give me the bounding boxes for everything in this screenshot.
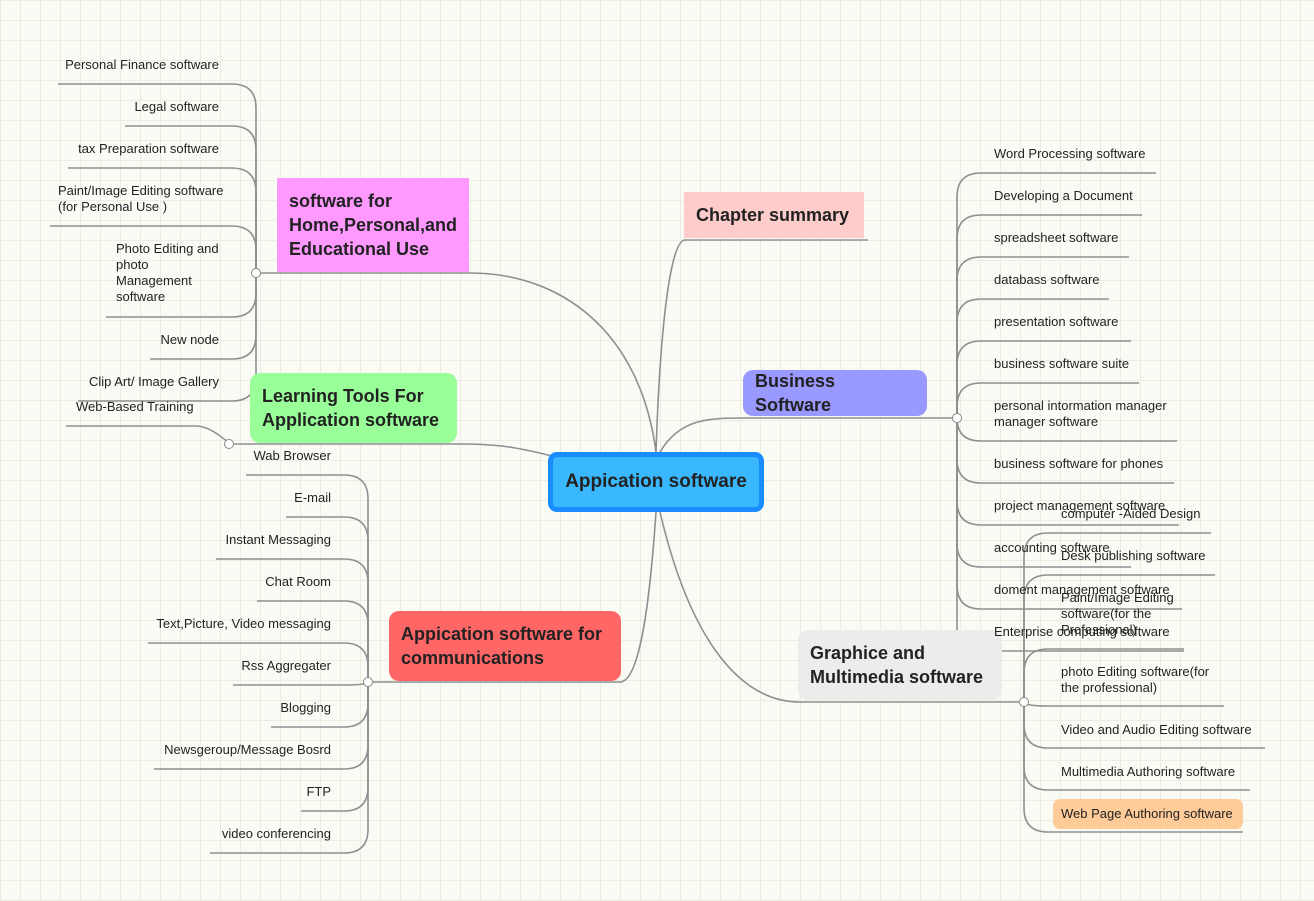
leaf-accounting[interactable]: accounting software: [994, 540, 1110, 555]
leaf-video-conferencing[interactable]: video conferencing: [221, 826, 331, 841]
leaf-database[interactable]: databass software: [994, 272, 1100, 287]
leaf-spreadsheet[interactable]: spreadsheet software: [994, 230, 1119, 245]
leaf-web-browser[interactable]: Wab Browser: [253, 448, 331, 463]
leaf-paint-image-professional[interactable]: Paint/Image Editing software(for the Pro…: [1061, 590, 1174, 637]
leaf-document-management[interactable]: doment management software: [994, 582, 1170, 597]
learning-branch-connector[interactable]: [224, 439, 234, 449]
topic-home-personal-educational[interactable]: software for Home,Personal,and Education…: [277, 178, 469, 272]
topic-chapter-summary[interactable]: Chapter summary: [684, 192, 864, 238]
leaf-ftp[interactable]: FTP: [306, 784, 331, 799]
topic-business-software[interactable]: Business Software: [743, 370, 927, 416]
leaf-business-phones[interactable]: business software for phones: [994, 456, 1164, 471]
topic-learning-tools[interactable]: Learning Tools For Application software: [250, 373, 457, 443]
leaf-newsgroup[interactable]: Newsgeroup/Message Bosrd: [164, 742, 331, 757]
leaf-legal-software[interactable]: Legal software: [134, 99, 219, 114]
leaf-web-based-training[interactable]: Web-Based Training: [76, 399, 194, 414]
leaf-web-page-authoring[interactable]: Web Page Authoring software: [1053, 799, 1243, 829]
business-branch-connector[interactable]: [952, 413, 962, 423]
leaf-desktop-publishing[interactable]: Desk publishing software: [1061, 548, 1206, 563]
leaf-project-management[interactable]: project management software: [994, 498, 1166, 513]
leaf-photo-editing-management[interactable]: Photo Editing and photo Management softw…: [116, 241, 219, 304]
comms-branch-connector[interactable]: [363, 677, 373, 687]
central-topic[interactable]: Appication software: [548, 452, 764, 512]
leaf-text-picture-video[interactable]: Text,Picture, Video messaging: [156, 616, 331, 631]
leaf-business-suite[interactable]: business software suite: [994, 356, 1130, 371]
leaf-developing-document[interactable]: Developing a Document: [994, 188, 1133, 203]
leaf-enterprise-computing[interactable]: Enterprise computing software: [994, 624, 1170, 639]
leaf-multimedia-authoring[interactable]: Multimedia Authoring software: [1061, 764, 1236, 779]
leaf-presentation[interactable]: presentation software: [994, 314, 1119, 329]
leaf-clip-art[interactable]: Clip Art/ Image Gallery: [88, 374, 219, 389]
home-branch-connector[interactable]: [251, 268, 261, 278]
leaf-blogging[interactable]: Blogging: [280, 700, 331, 715]
topic-communications[interactable]: Appication software for communications: [389, 611, 621, 681]
leaf-computer-aided-design[interactable]: computer -Aided Design: [1061, 506, 1201, 521]
leaf-word-processing[interactable]: Word Processing software: [994, 146, 1146, 161]
leaf-rss-aggregator[interactable]: Rss Aggregater: [241, 658, 331, 673]
leaf-video-audio-editing[interactable]: Video and Audio Editing software: [1061, 722, 1252, 737]
leaf-email[interactable]: E-mail: [294, 490, 331, 505]
topic-graphics-multimedia[interactable]: Graphice and Multimedia software: [798, 630, 1002, 700]
leaf-personal-info-manager[interactable]: personal intormation manager manager sof…: [994, 398, 1167, 429]
leaf-photo-editing-professional[interactable]: photo Editing software(for the professio…: [1061, 664, 1210, 695]
leaf-tax-preparation[interactable]: tax Preparation software: [78, 141, 219, 156]
leaf-paint-image-personal[interactable]: Paint/Image Editing software (for Person…: [58, 183, 224, 214]
leaf-instant-messaging[interactable]: Instant Messaging: [225, 532, 331, 547]
leaf-personal-finance[interactable]: Personal Finance software: [65, 57, 219, 72]
graphics-branch-connector[interactable]: [1019, 697, 1029, 707]
leaf-chat-room[interactable]: Chat Room: [265, 574, 331, 589]
leaf-new-node[interactable]: New node: [160, 332, 219, 347]
